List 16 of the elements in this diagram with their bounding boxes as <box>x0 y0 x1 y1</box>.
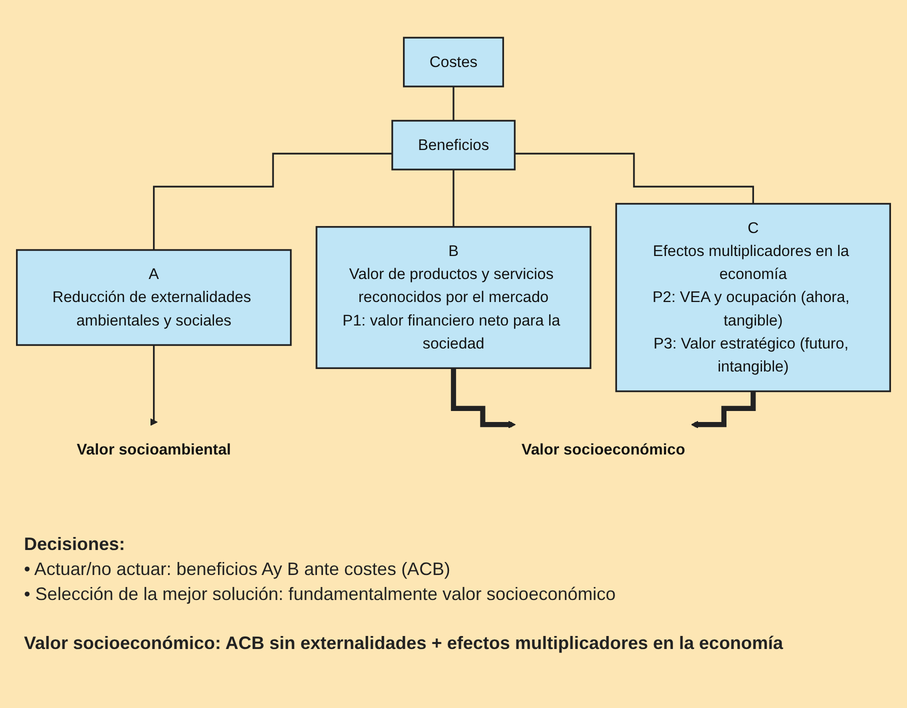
bullet-item: • Selección de la mejor solución: fundamentalmente valor socioeconómico <box>24 584 617 605</box>
connector <box>452 86 454 122</box>
node-box: C Efectos multiplicadores en la economía P2: VEA y ocupación (ahora, tangible) P3: Valor estratégico (futuro, intangible) <box>615 202 891 392</box>
node-text: Valor socioambiental <box>76 440 231 458</box>
node-text: Valor socioeconómico <box>522 440 686 458</box>
connector <box>452 168 454 228</box>
node-box: Costes <box>402 36 504 88</box>
bullet-item: • Actuar/no actuar: beneficios Ay B ante costes (ACB) <box>24 559 452 580</box>
node-box: Beneficios <box>391 120 516 170</box>
node-box: A Reducción de externalidades ambientales y sociales <box>16 249 292 346</box>
arrow <box>150 344 158 426</box>
note-heading: Decisiones: <box>24 534 126 555</box>
connector <box>514 152 754 205</box>
node-box: B Valor de productos y servicios reconocidos por el mercado P1: valor financiero neto para la sociedad <box>316 226 592 370</box>
summary-note: Valor socioeconómico: ACB sin externalidades + efectos multiplicadores en la economía <box>24 633 784 654</box>
connector <box>152 152 392 251</box>
